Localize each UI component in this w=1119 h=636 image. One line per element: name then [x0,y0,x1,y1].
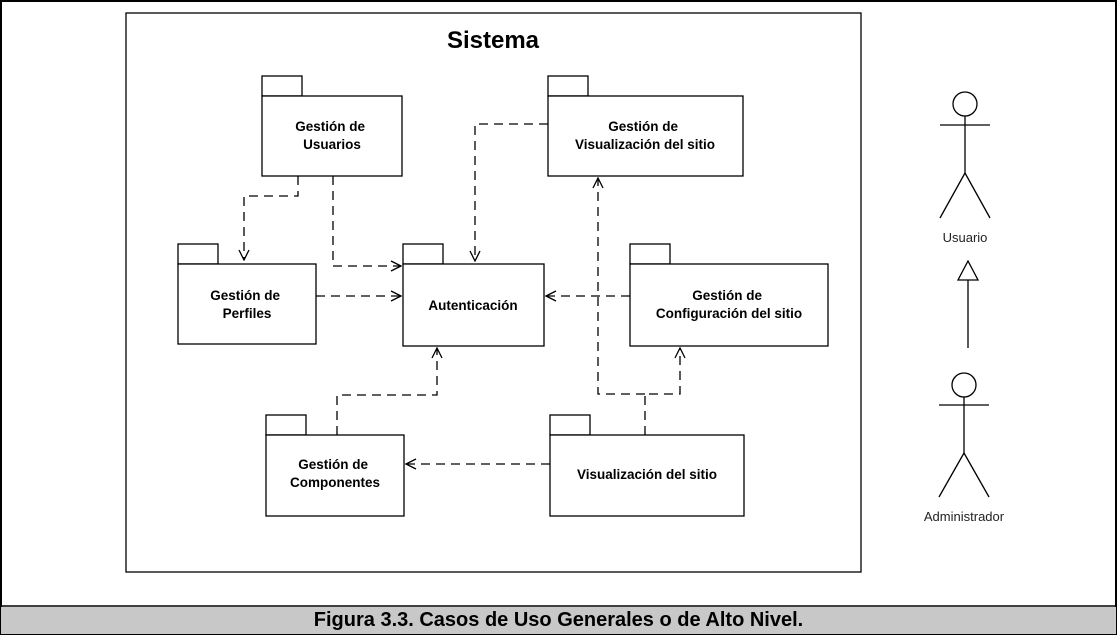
svg-text:Gestión de Componentes: Gestión de Componentes [290,457,380,490]
dep-usuarios-perfiles [244,176,299,260]
dep-gestvis-autenticacion [475,123,548,261]
svg-text:Gestión de Configuración: Gestión de Configuración del sitio [656,288,802,321]
package-visualizacion-sitio: Visualización del sitio [549,414,745,517]
actor-administrador: Administrador [924,372,1005,524]
package-label-line: Usuarios [303,137,361,152]
package-gestion-componentes: Gestión de Componentes [265,414,405,517]
svg-text:Gestión de Visualización: Gestión de Visualización del sitio [575,119,715,152]
generalization-arrow [956,259,980,348]
dep-usuarios-autenticacion [332,176,401,266]
system-title: Sistema [447,27,540,54]
package-label-line: Gestión de [295,119,365,134]
dependencies [244,123,680,464]
package-label-line: Gestión de [298,457,368,472]
package-label-line: Gestión de [692,288,762,303]
package-gestion-visualizacion: Gestión de Visualización del sitio [547,75,744,177]
package-label-line: Autenticación [428,298,517,313]
package-gestion-configuracion: Gestión de Configuración del sitio [629,243,829,347]
package-label-line: Perfiles [223,306,272,321]
package-label-line: Componentes [290,475,380,490]
package-label-line: Visualización del sitio [575,137,715,152]
figure-caption: Figura 3.3. Casos de Uso Generales o de … [313,609,804,631]
package-label-line: Visualización del sitio [577,467,717,482]
svg-text:Visualización del sitio: Visualización del sitio [577,467,717,482]
svg-text:Gestión de Usuarios: Gestión de Usuarios [295,119,369,152]
dep-componentes-autenticacion [336,348,437,435]
actor-usuario: Usuario [939,91,991,245]
dep-visualizacion-gestvis [598,178,645,395]
package-label-line: Configuración del sitio [656,306,802,321]
svg-text:Autenticación: Autenticación [428,298,517,313]
dep-visualizacion-configuracion [644,348,680,435]
package-gestion-usuarios: Gestión de Usuarios [261,75,403,177]
system-boundary [125,12,862,573]
actor-label-usuario: Usuario [943,230,988,245]
package-autenticacion: Autenticación [402,243,545,347]
figure-caption-bar: Figura 3.3. Casos de Uso Generales o de … [1,607,1116,634]
svg-text:Gestión de Perfiles: Gestión de Perfiles [210,288,284,321]
package-label-line: Gestión de [608,119,678,134]
package-label-line: Gestión de [210,288,280,303]
actor-label-administrador: Administrador [924,509,1005,524]
package-gestion-perfiles: Gestión de Perfiles [177,243,317,345]
